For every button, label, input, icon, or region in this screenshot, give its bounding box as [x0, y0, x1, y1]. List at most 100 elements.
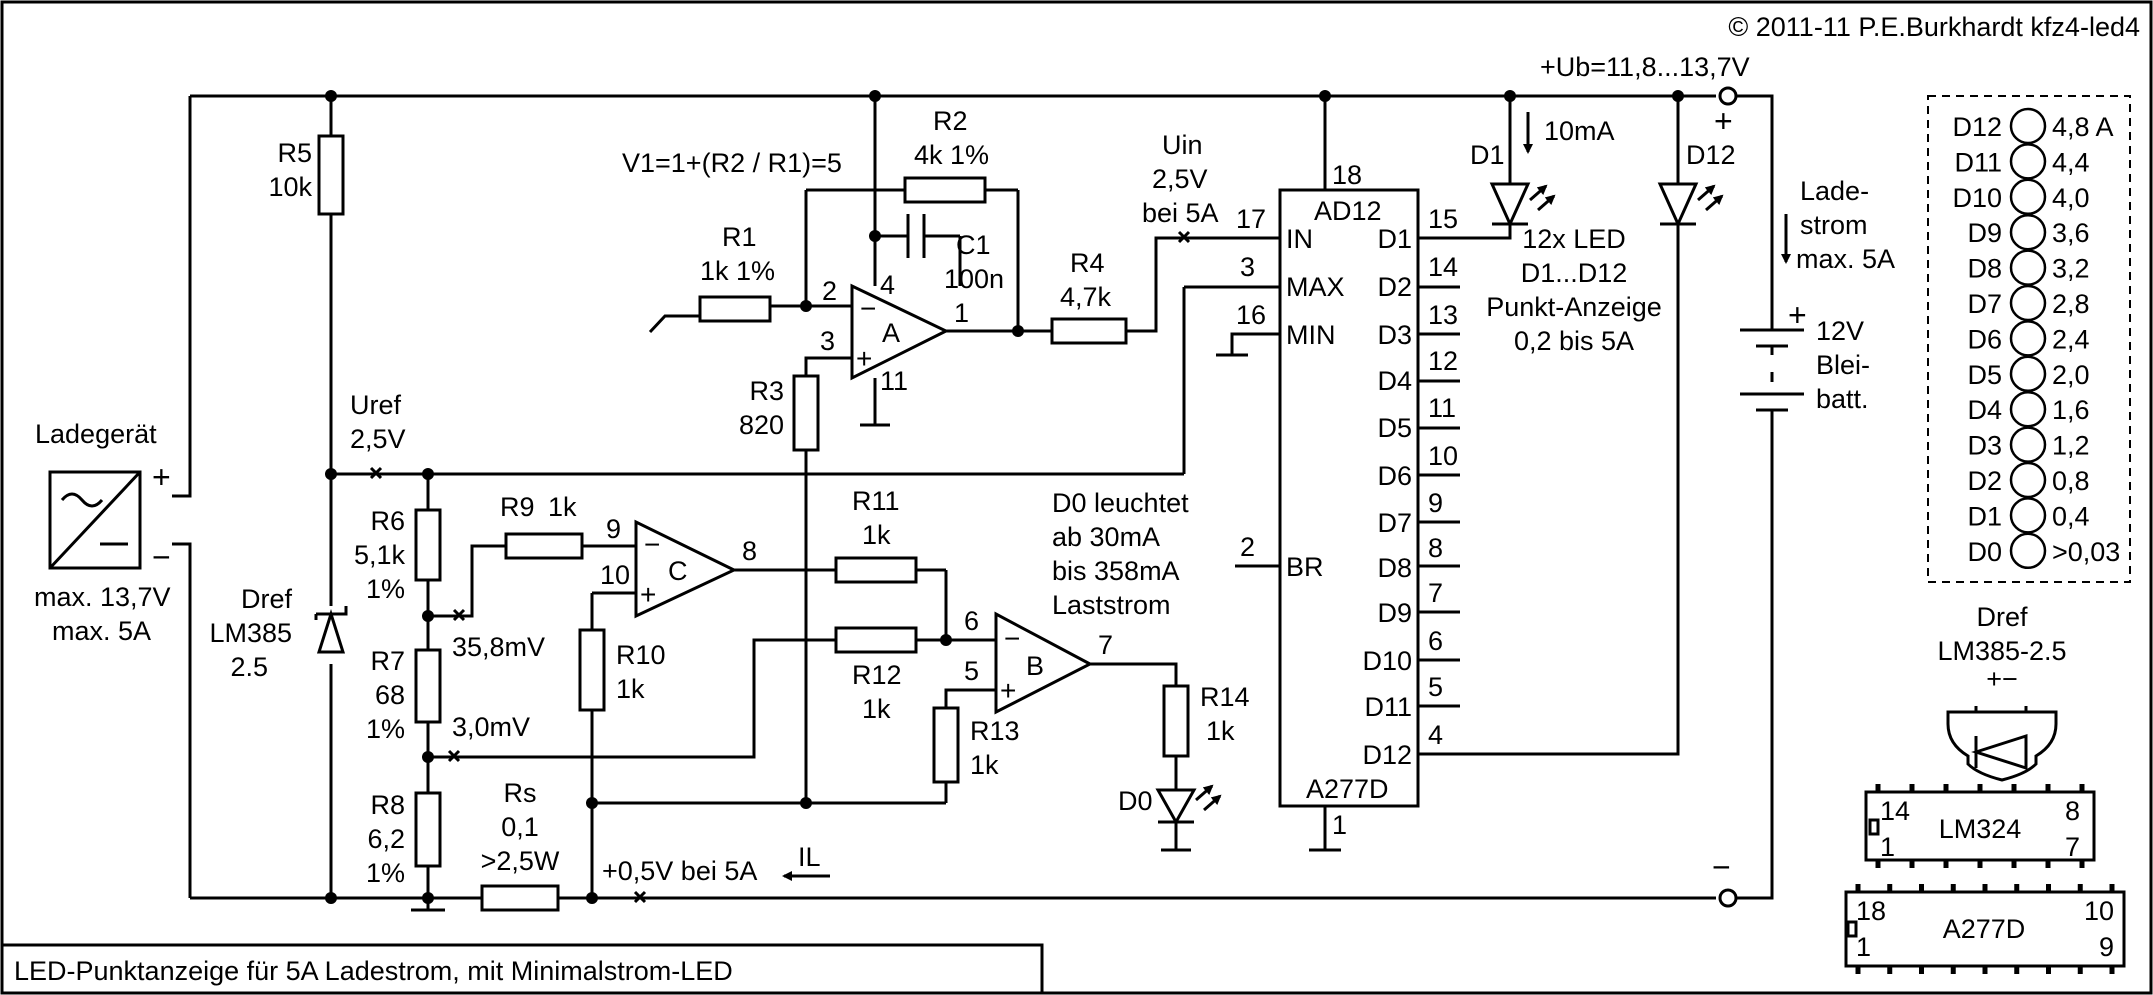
- svg-text:LM385: LM385: [209, 618, 292, 648]
- uin-label: Uin: [1162, 130, 1203, 160]
- scale-led-circle: [2009, 249, 2047, 286]
- svg-text:1k: 1k: [1206, 716, 1235, 746]
- svg-text:B: B: [1026, 651, 1044, 681]
- dref-package-title: Dref: [1976, 602, 2028, 632]
- svg-text:D3: D3: [1377, 320, 1412, 350]
- capacitor-c1: C1 100n: [906, 214, 1004, 294]
- scale-box: [1927, 95, 2131, 583]
- scale-led-circle: [2009, 320, 2047, 357]
- scale-led-value: 4,4: [2052, 147, 2090, 177]
- svg-text:1k: 1k: [548, 492, 577, 522]
- svg-text:+: +: [856, 343, 872, 374]
- supply-minus-terminal: [1718, 888, 1738, 908]
- led-d12: D12: [1657, 140, 1736, 228]
- v358-label: 35,8mV: [452, 632, 545, 662]
- caption-box: [0, 943, 1044, 995]
- svg-text:7: 7: [2065, 832, 2080, 862]
- scale-led-name: D0: [1967, 537, 2002, 567]
- svg-text:5: 5: [1428, 672, 1443, 702]
- svg-text:Rs: Rs: [504, 778, 537, 808]
- v05-label: +0,5V bei 5A: [602, 856, 757, 886]
- scale-led-name: D10: [1952, 183, 2002, 213]
- svg-text:2: 2: [1240, 532, 1255, 562]
- svg-text:LM324: LM324: [1939, 814, 2022, 844]
- svg-text:R4: R4: [1070, 248, 1105, 278]
- svg-text:1: 1: [1880, 832, 1895, 862]
- scale-led-circle: [2009, 178, 2047, 216]
- svg-text:1: 1: [1332, 810, 1347, 840]
- svg-text:1: 1: [1856, 932, 1871, 962]
- resistor-r12: R12 1k: [834, 626, 918, 724]
- resistor-r5: R5 10k: [268, 134, 345, 216]
- opamp-c: − + C 9 10 8: [600, 514, 836, 619]
- ladestrom-3: max. 5A: [1796, 244, 1895, 274]
- svg-text:+: +: [640, 579, 656, 610]
- svg-text:D6: D6: [1377, 461, 1412, 491]
- svg-text:R13: R13: [970, 716, 1020, 746]
- resistor-r11: R11 1k: [834, 486, 918, 584]
- svg-text:5,1k: 5,1k: [354, 540, 406, 570]
- svg-text:7: 7: [1098, 630, 1113, 660]
- opamp-a: − + A 2 3 1 4 11: [820, 270, 969, 396]
- svg-text:1k: 1k: [616, 674, 645, 704]
- scale-led-value: 2,4: [2052, 324, 2090, 354]
- svg-text:D2: D2: [1377, 272, 1412, 302]
- svg-text:17: 17: [1236, 204, 1266, 234]
- svg-text:D5: D5: [1377, 413, 1412, 443]
- scale-led-name: D8: [1967, 254, 2002, 284]
- svg-text:10: 10: [2084, 896, 2114, 926]
- scale-led-name: D3: [1967, 431, 2002, 461]
- svg-text:MIN: MIN: [1286, 320, 1336, 350]
- svg-text:1: 1: [954, 298, 969, 328]
- svg-text:A: A: [882, 318, 900, 348]
- d0-note-2: ab 30mA: [1052, 522, 1160, 552]
- resistor-r2: R2 4k 1%: [903, 106, 989, 204]
- svg-text:R8: R8: [370, 790, 405, 820]
- scale-led-name: D2: [1967, 466, 2002, 496]
- svg-text:D9: D9: [1377, 598, 1412, 628]
- caption: LED-Punktanzeige für 5A Ladestrom, mit M…: [14, 956, 733, 986]
- scale-led-value: 4,8 A: [2052, 112, 2114, 142]
- led-d0: D0: [1118, 784, 1222, 826]
- zener-dref: Dref LM385 2.5: [209, 584, 348, 682]
- copyright: © 2011-11 P.E.Burkhardt kfz4-led4: [1728, 12, 2140, 42]
- battery-voltage: 12V: [1816, 316, 1864, 346]
- svg-text:MAX: MAX: [1286, 272, 1345, 302]
- test-points: [369, 230, 1191, 904]
- svg-text:2.5: 2.5: [230, 652, 268, 682]
- v30-label: 3,0mV: [452, 712, 530, 742]
- svg-text:9: 9: [606, 514, 621, 544]
- scale-led-name: D5: [1967, 360, 2002, 390]
- svg-text:820: 820: [739, 410, 784, 440]
- led-note-4: 0,2 bis 5A: [1514, 326, 1634, 356]
- svg-text:11: 11: [880, 366, 908, 396]
- scale-led-value: 1,6: [2052, 395, 2090, 425]
- svg-text:1%: 1%: [366, 574, 405, 604]
- svg-text:1%: 1%: [366, 858, 405, 888]
- svg-text:10: 10: [600, 560, 630, 590]
- gain-formula: V1=1+(R2 / R1)=5: [622, 148, 842, 178]
- svg-text:68: 68: [375, 680, 405, 710]
- svg-text:D12: D12: [1362, 740, 1412, 770]
- svg-text:D7: D7: [1377, 508, 1412, 538]
- ladestrom-2: strom: [1800, 210, 1868, 240]
- supply-minus-sign: −: [1712, 849, 1731, 885]
- scale-led-name: D11: [1954, 147, 2002, 177]
- svg-text:D8: D8: [1377, 553, 1412, 583]
- svg-text:R6: R6: [370, 506, 405, 536]
- supply-label: +Ub=11,8...13,7V: [1540, 52, 1750, 82]
- svg-text:18: 18: [1332, 160, 1362, 190]
- svg-text:6,2: 6,2: [367, 824, 405, 854]
- scale-led-value: 4,0: [2052, 183, 2090, 213]
- svg-text:R12: R12: [852, 660, 902, 690]
- scale-led-name: D12: [1952, 112, 2002, 142]
- resistor-r4: R4 4,7k: [1050, 248, 1128, 345]
- svg-text:D1: D1: [1470, 140, 1505, 170]
- svg-text:1k: 1k: [862, 694, 891, 724]
- scale-led-value: 0,4: [2052, 501, 2090, 531]
- resistor-r1: R1 1k 1%: [698, 222, 775, 323]
- battery-symbol: [1740, 328, 1804, 412]
- scale-led-name: D7: [1967, 289, 2002, 319]
